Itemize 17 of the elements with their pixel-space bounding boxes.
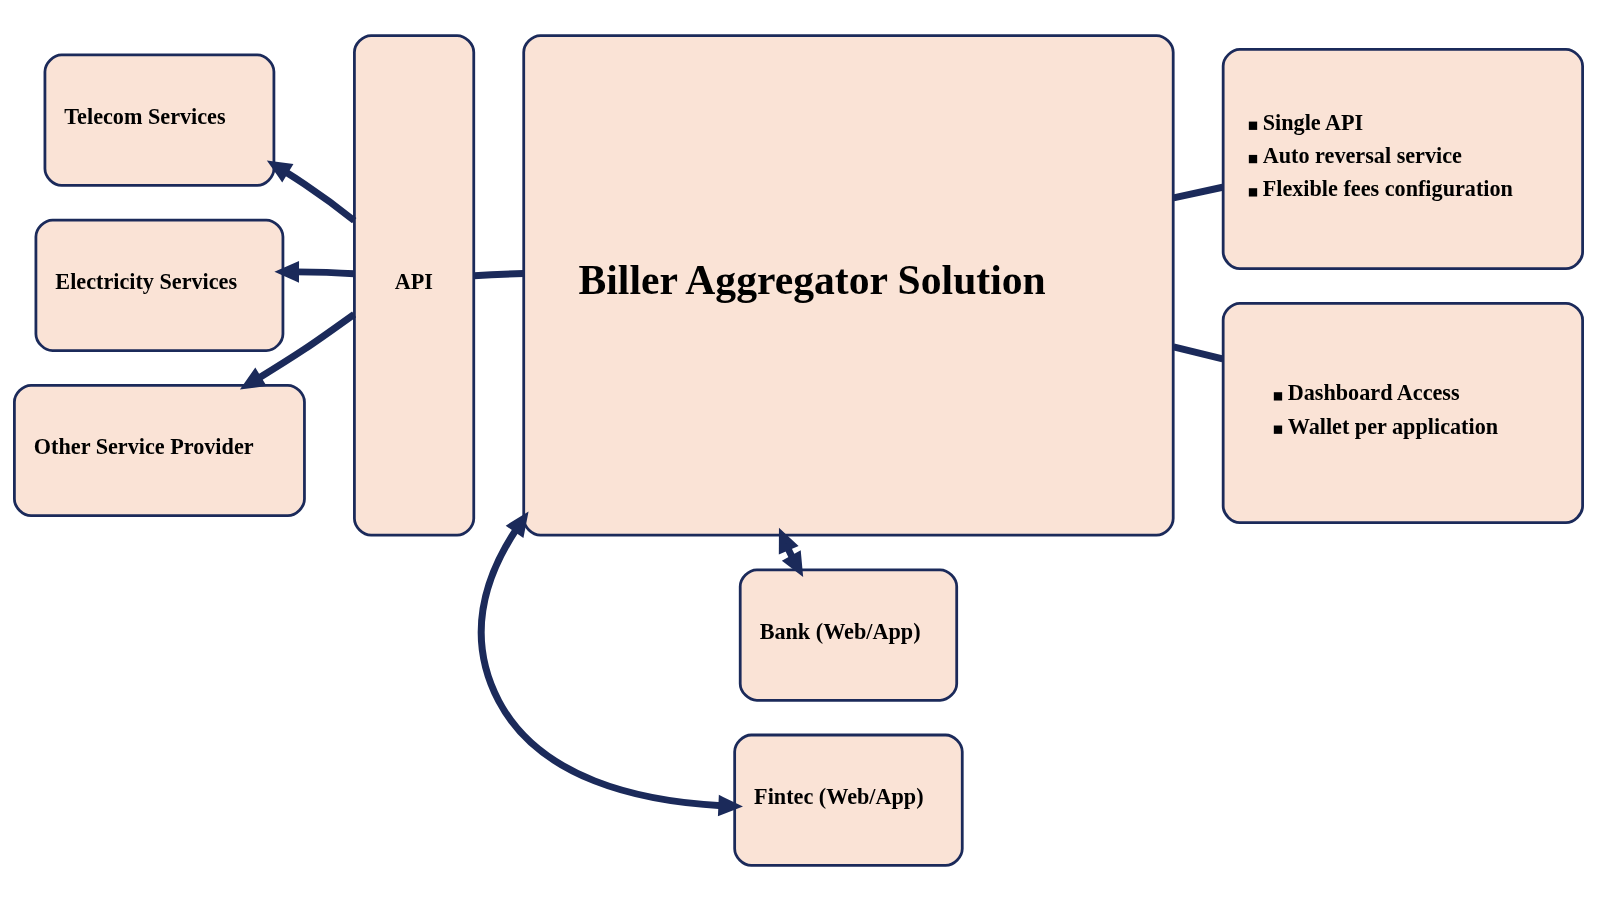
arrow [266,159,357,223]
node-box: API [353,33,476,537]
node-box: Other Service Provider [13,383,306,517]
connector [1172,183,1224,201]
connector [1172,343,1224,362]
arrow [274,260,355,283]
node-box: Bank (Web/App) [738,567,959,702]
node-box: Electricity Services [34,218,285,352]
connector [473,269,524,279]
arrow [778,527,804,577]
arrow [477,511,743,816]
node-box: Dashboard Access Wallet per application [1221,301,1584,524]
node-box: Single API Auto reversal service Flexible fees configuration [1221,47,1584,270]
node-box: Telecom Services [43,53,276,187]
node-box: Biller Aggregator Solution [522,33,1175,537]
arrow [239,311,357,390]
node-box: Fintec (Web/App) [733,733,964,867]
